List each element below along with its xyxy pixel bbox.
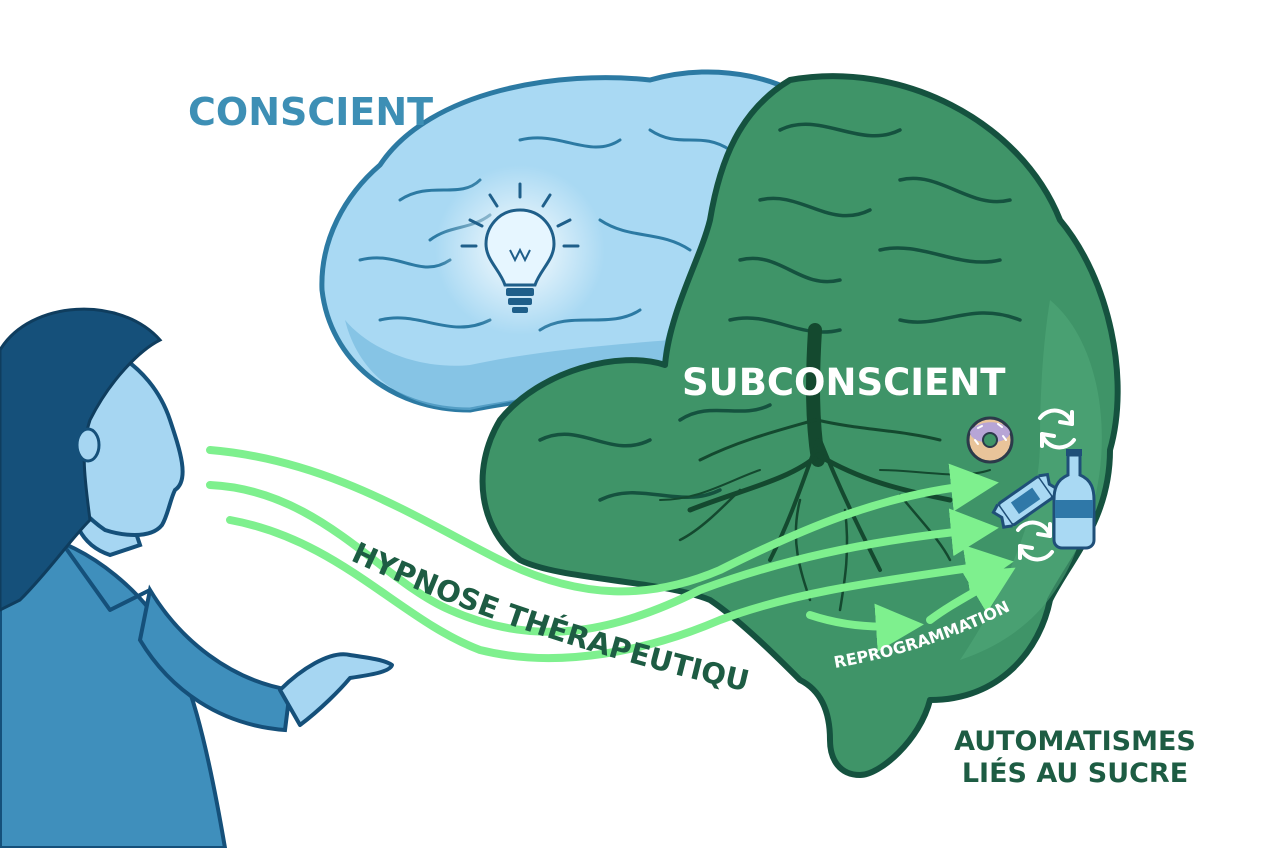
- conscious-label: CONSCIENT: [188, 90, 433, 134]
- lightbulb-icon: [435, 165, 605, 335]
- refresh-icon: [1016, 520, 1054, 562]
- candy-bar-icon: [991, 472, 1060, 529]
- subconscious-label: SUBCONSCIENT: [682, 361, 1006, 404]
- soda-bottle-icon: [1052, 449, 1096, 550]
- hypnosis-flow-arrows: [206, 446, 1016, 662]
- automatisms-label-line2: LIÉS AU SUCRE: [962, 757, 1188, 789]
- refresh-icon: [1038, 408, 1076, 450]
- therapist-figure: [0, 307, 394, 848]
- donut-icon: [966, 416, 1014, 464]
- automatisms-label-line1: AUTOMATISMES: [954, 726, 1196, 757]
